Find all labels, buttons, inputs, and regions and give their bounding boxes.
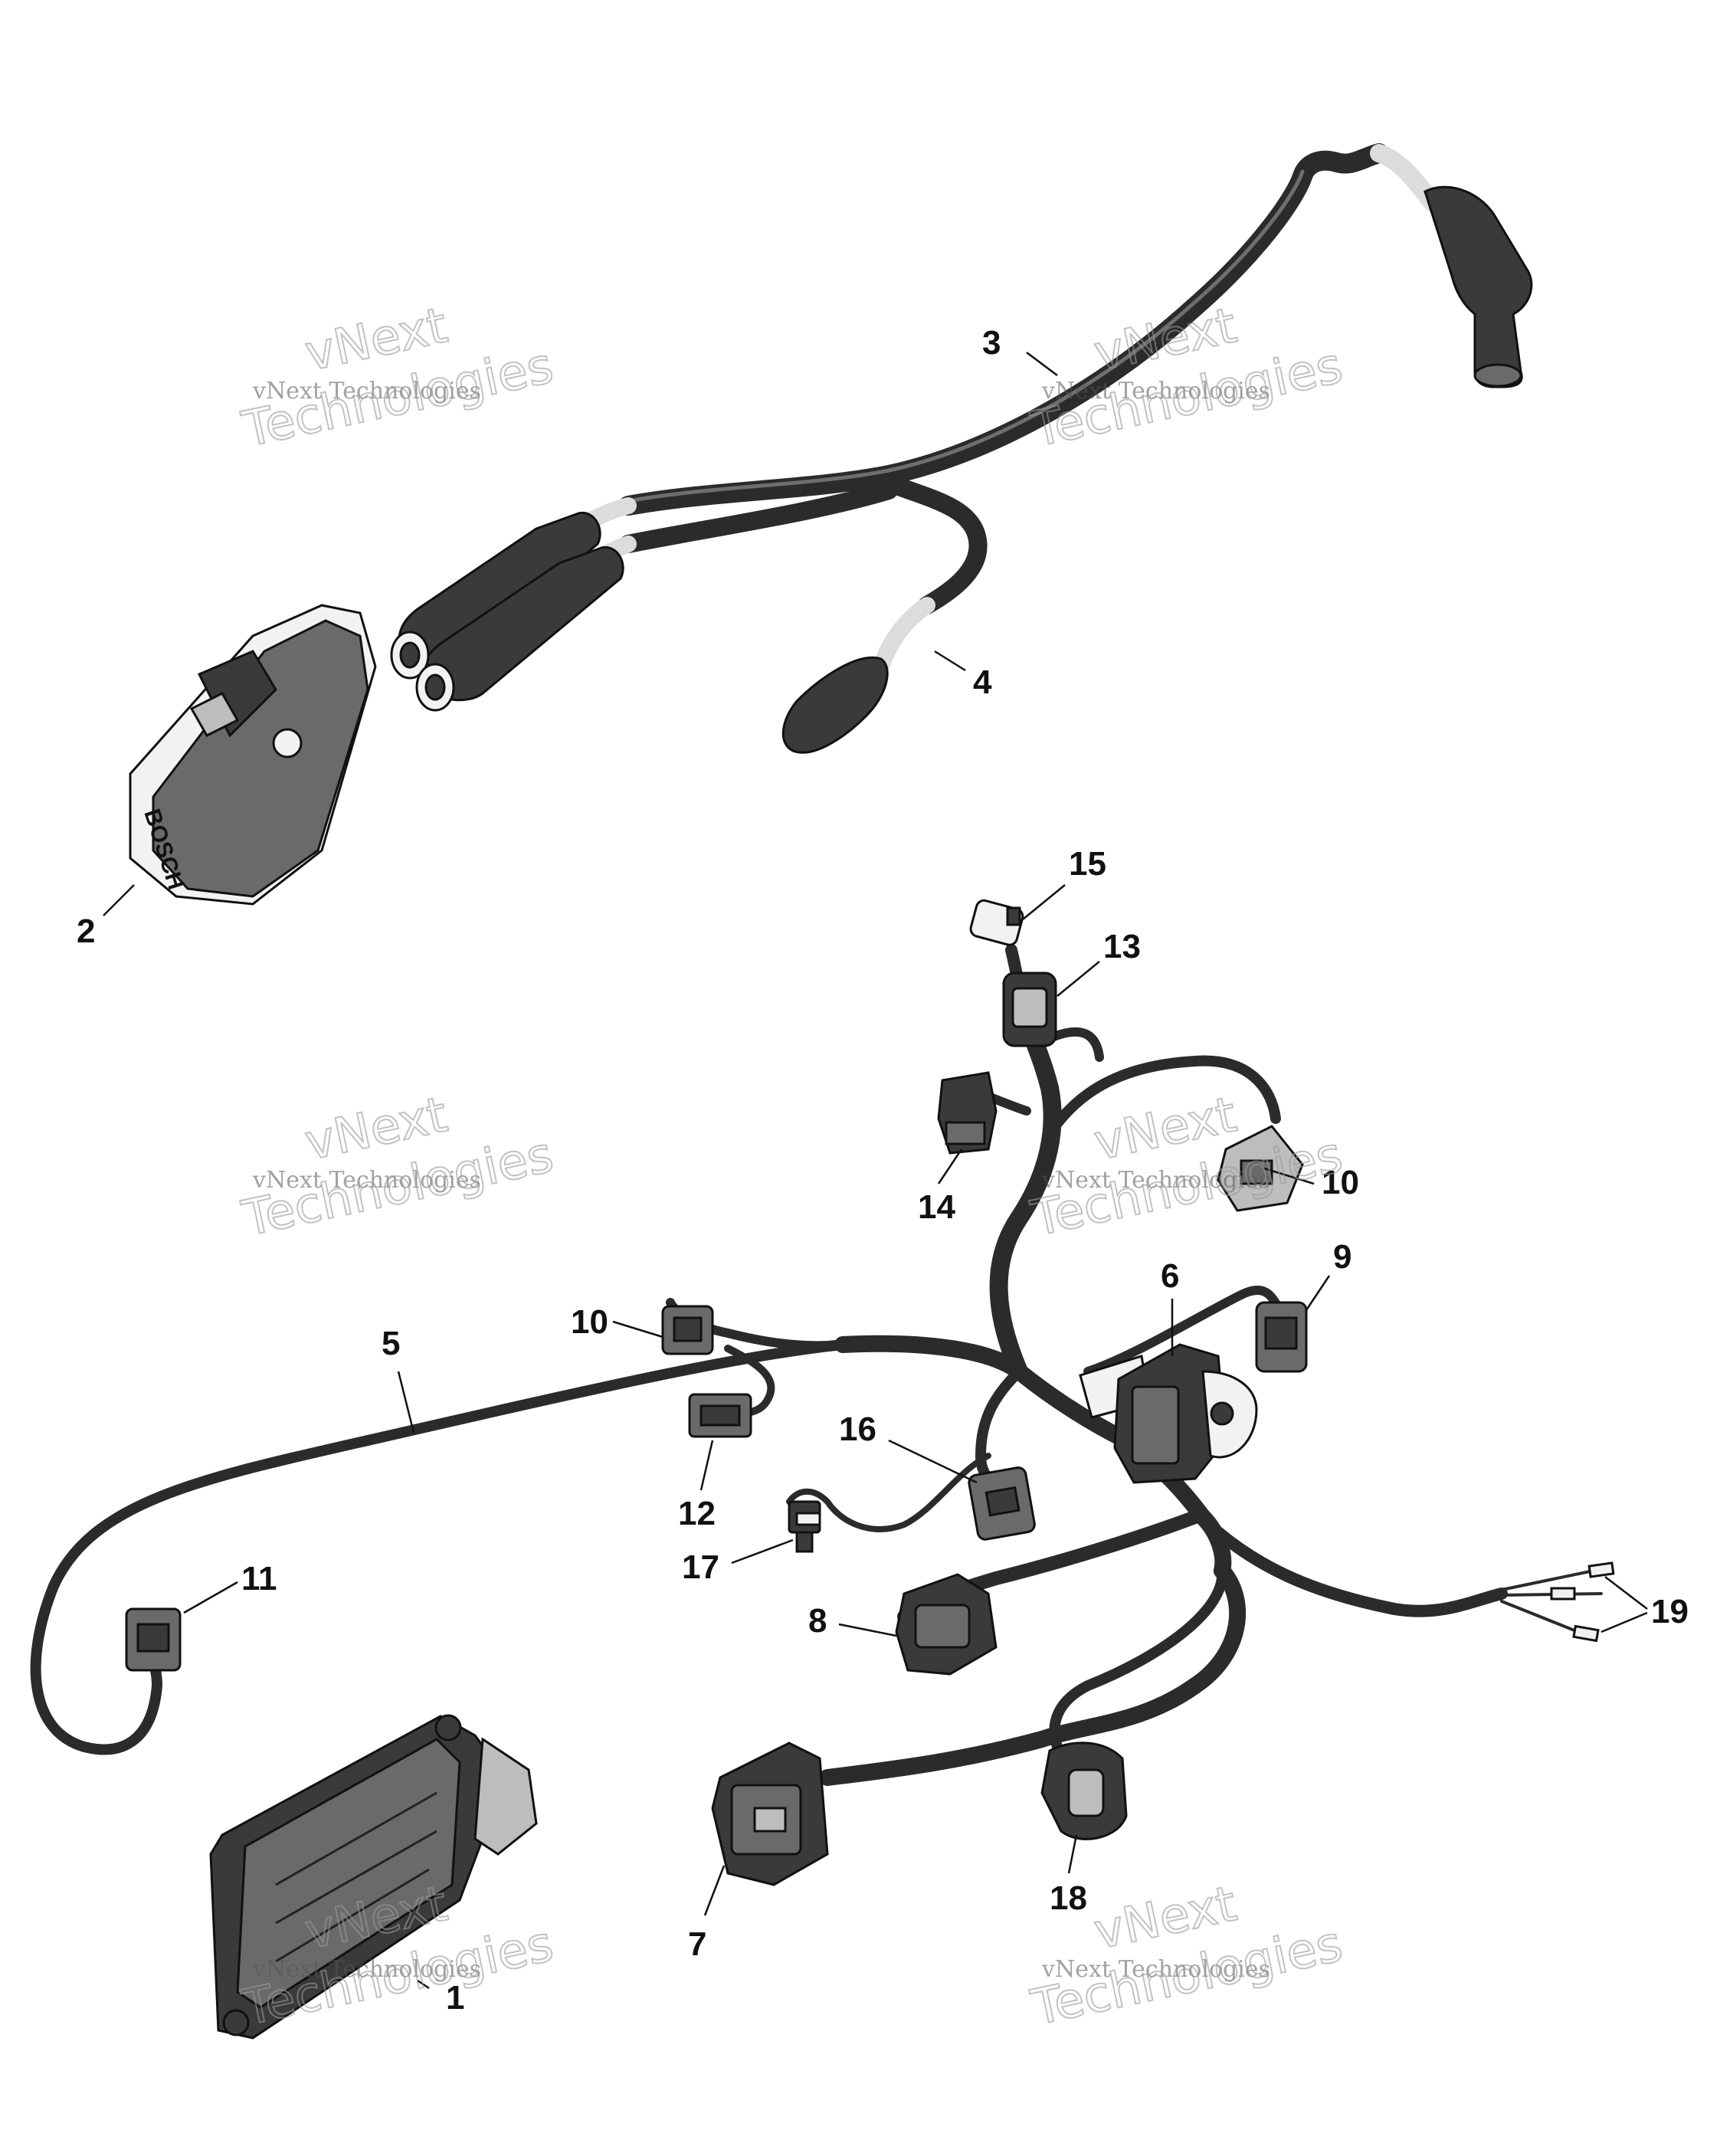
leader-4 — [934, 650, 966, 672]
svg-text:vNext Technologies: vNext Technologies — [252, 378, 481, 405]
leader-9 — [1305, 1275, 1331, 1311]
leader-5 — [397, 1371, 415, 1434]
callout-18: 18 — [1050, 1879, 1087, 1917]
connector-7 — [711, 1742, 829, 1886]
svg-text:vNext Technologies: vNext Technologies — [252, 1956, 481, 1983]
ht-lead-3 — [618, 143, 1389, 516]
callout-10-right: 10 — [1322, 1164, 1359, 1201]
leader-3 — [1026, 352, 1058, 376]
callout-11: 11 — [241, 1560, 277, 1597]
leader-19b — [1600, 1611, 1648, 1633]
leader-10b — [1263, 1167, 1315, 1185]
watermark-4: vNext vNext Technologies Technologies — [1026, 1086, 1348, 1249]
leader-18 — [1067, 1834, 1078, 1874]
callout-4: 4 — [973, 664, 992, 701]
connector-16 — [968, 1466, 1036, 1541]
leader-14 — [937, 1148, 963, 1184]
connector-11 — [125, 1607, 182, 1672]
callout-3: 3 — [982, 324, 1001, 362]
leader-13 — [1057, 961, 1100, 997]
svg-text:vNext Technologies: vNext Technologies — [1041, 378, 1270, 405]
callout-7: 7 — [688, 1925, 706, 1963]
leader-19a — [1604, 1576, 1648, 1610]
callout-12: 12 — [678, 1495, 716, 1532]
connector-18 — [1040, 1742, 1128, 1840]
leader-10a — [612, 1320, 663, 1338]
callout-15: 15 — [1069, 845, 1106, 883]
connector-8 — [895, 1573, 998, 1676]
svg-text:vNext Technologies: vNext Technologies — [252, 1167, 481, 1194]
connector-13 — [1002, 972, 1057, 1047]
connector-9 — [1255, 1301, 1308, 1373]
leader-12 — [699, 1440, 714, 1491]
callout-13: 13 — [1103, 928, 1141, 965]
leader-lines — [103, 352, 1648, 1990]
callout-8: 8 — [808, 1602, 827, 1640]
leader-8 — [838, 1623, 897, 1637]
callout-19: 19 — [1651, 1593, 1689, 1630]
watermark-1: vNext vNext Technologies Technologies — [237, 297, 559, 460]
sensor-17 — [788, 1500, 821, 1553]
leader-1 — [417, 1979, 430, 1990]
callout-16: 16 — [839, 1411, 876, 1448]
svg-text:vNext Technologies: vNext Technologies — [1041, 1956, 1270, 1983]
callout-14: 14 — [918, 1188, 955, 1226]
svg-text:vNext Technologies: vNext Technologies — [1041, 1167, 1270, 1194]
callout-10-left: 10 — [571, 1303, 608, 1341]
callout-9: 9 — [1333, 1238, 1351, 1276]
callout-numbers: 1 2 3 4 5 6 7 8 9 10 10 11 12 13 14 15 1… — [77, 324, 1689, 2017]
leader-7 — [703, 1865, 726, 1916]
connector-6 — [1079, 1343, 1258, 1484]
callout-6: 6 — [1161, 1257, 1179, 1295]
callout-1: 1 — [446, 1979, 464, 2017]
connector-12 — [688, 1393, 752, 1438]
ignition-coil-2: BOSCH — [129, 604, 377, 906]
leader-2 — [103, 884, 135, 916]
connector-10-right — [1217, 1125, 1304, 1212]
coil-boots — [390, 511, 624, 712]
callout-2: 2 — [77, 913, 95, 950]
leader-17 — [731, 1538, 794, 1565]
callout-17: 17 — [682, 1548, 719, 1586]
leader-15 — [1022, 884, 1066, 920]
connector-14 — [937, 1071, 998, 1155]
leader-11 — [183, 1581, 238, 1614]
harness-branch-5 — [30, 1339, 848, 1755]
connector-15 — [969, 899, 1024, 946]
ht-lead-4 — [880, 473, 988, 614]
spark-plug-boot-4 — [781, 656, 889, 754]
ignition-coil-assembly: BOSCH — [129, 143, 1533, 906]
leader-16 — [888, 1439, 978, 1484]
wiring-harness-assembly — [30, 899, 1615, 1886]
spark-plug-boot-3 — [1424, 185, 1533, 388]
ecm-1 — [209, 1714, 538, 2040]
watermark-2: vNext vNext Technologies Technologies — [1026, 297, 1348, 460]
callout-5: 5 — [382, 1325, 400, 1362]
connector-10-left — [661, 1305, 714, 1355]
watermark-3: vNext vNext Technologies Technologies — [237, 1086, 559, 1249]
